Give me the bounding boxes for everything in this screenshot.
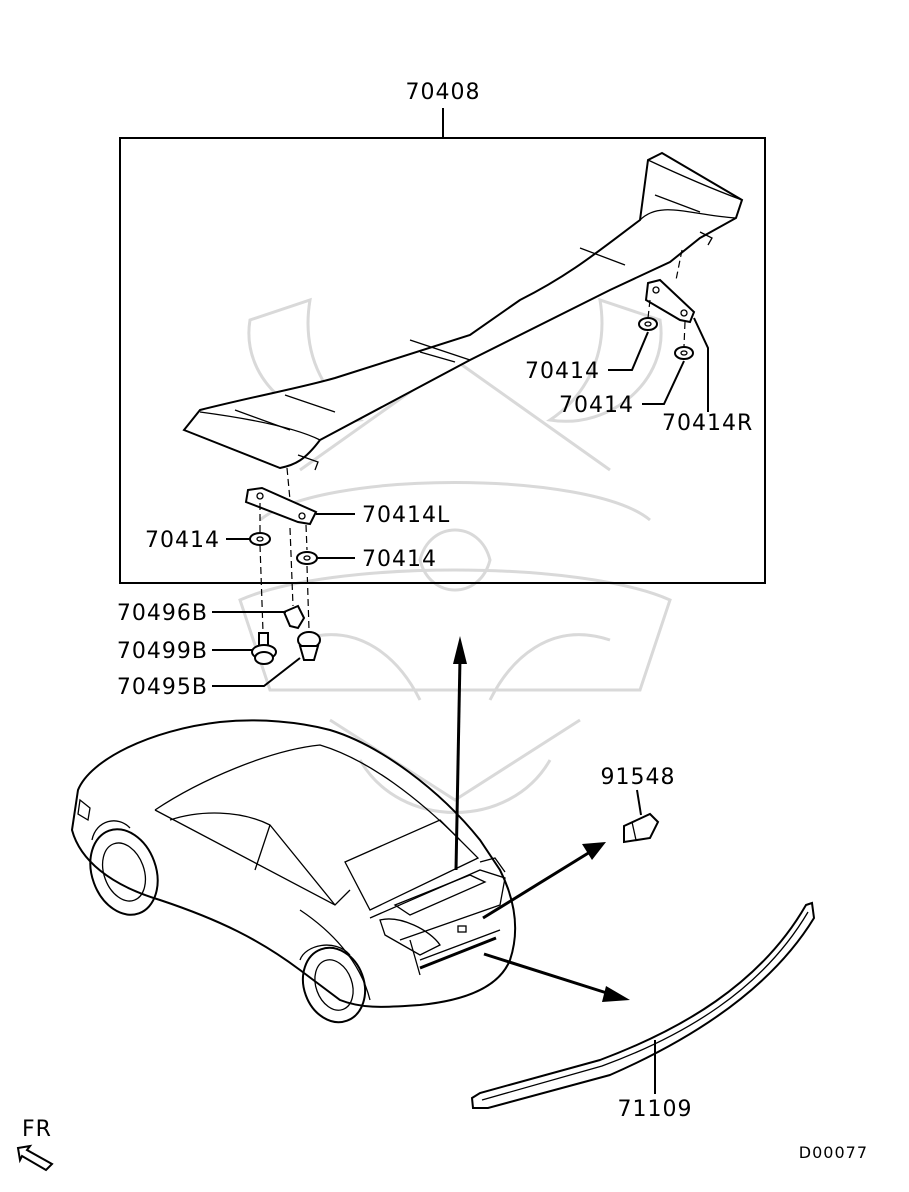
leader-70414-upper: [608, 331, 649, 371]
label-70414-right: 70414: [362, 547, 437, 572]
leader-70414R: [693, 317, 709, 412]
front-direction-indicator: FR: [16, 1117, 54, 1172]
label-70495B: 70495B: [117, 675, 208, 700]
label-70408: 70408: [406, 80, 481, 105]
garnish-strip: [470, 901, 816, 1109]
label-70414-left: 70414: [145, 528, 220, 553]
label-70496B: 70496B: [117, 601, 208, 626]
label-71109: 71109: [618, 1097, 693, 1122]
cap-part: [623, 812, 660, 844]
label-70499B: 70499B: [117, 639, 208, 664]
label-70414-upper: 70414: [525, 359, 600, 384]
front-label: FR: [22, 1117, 52, 1142]
vehicle-wheel-front: [89, 820, 159, 916]
fastener-grommet: [297, 631, 321, 661]
fastener-nut: [251, 632, 277, 665]
label-70414L: 70414L: [362, 503, 450, 528]
arrow-to-cap: [482, 842, 606, 920]
leader-70414-lower: [642, 360, 685, 405]
front-arrow-icon: [16, 1144, 54, 1172]
vehicle-outline: [70, 719, 517, 1008]
arrow-to-spoiler: [453, 636, 467, 871]
label-70414R: 70414R: [662, 411, 753, 436]
label-70414-lower: 70414: [559, 393, 634, 418]
vehicle-wheel-rear: [299, 944, 367, 1024]
leader-91548: [636, 789, 642, 816]
leader-70495B: [212, 657, 301, 687]
bracket-left-assembly: [244, 467, 318, 633]
label-91548: 91548: [601, 765, 676, 790]
rear-spoiler: [182, 151, 744, 471]
drawing-number: D00077: [799, 1143, 868, 1162]
arrow-to-garnish: [483, 952, 630, 1002]
fastener-clip: [282, 604, 306, 630]
bracket-right-assembly: [638, 249, 696, 360]
